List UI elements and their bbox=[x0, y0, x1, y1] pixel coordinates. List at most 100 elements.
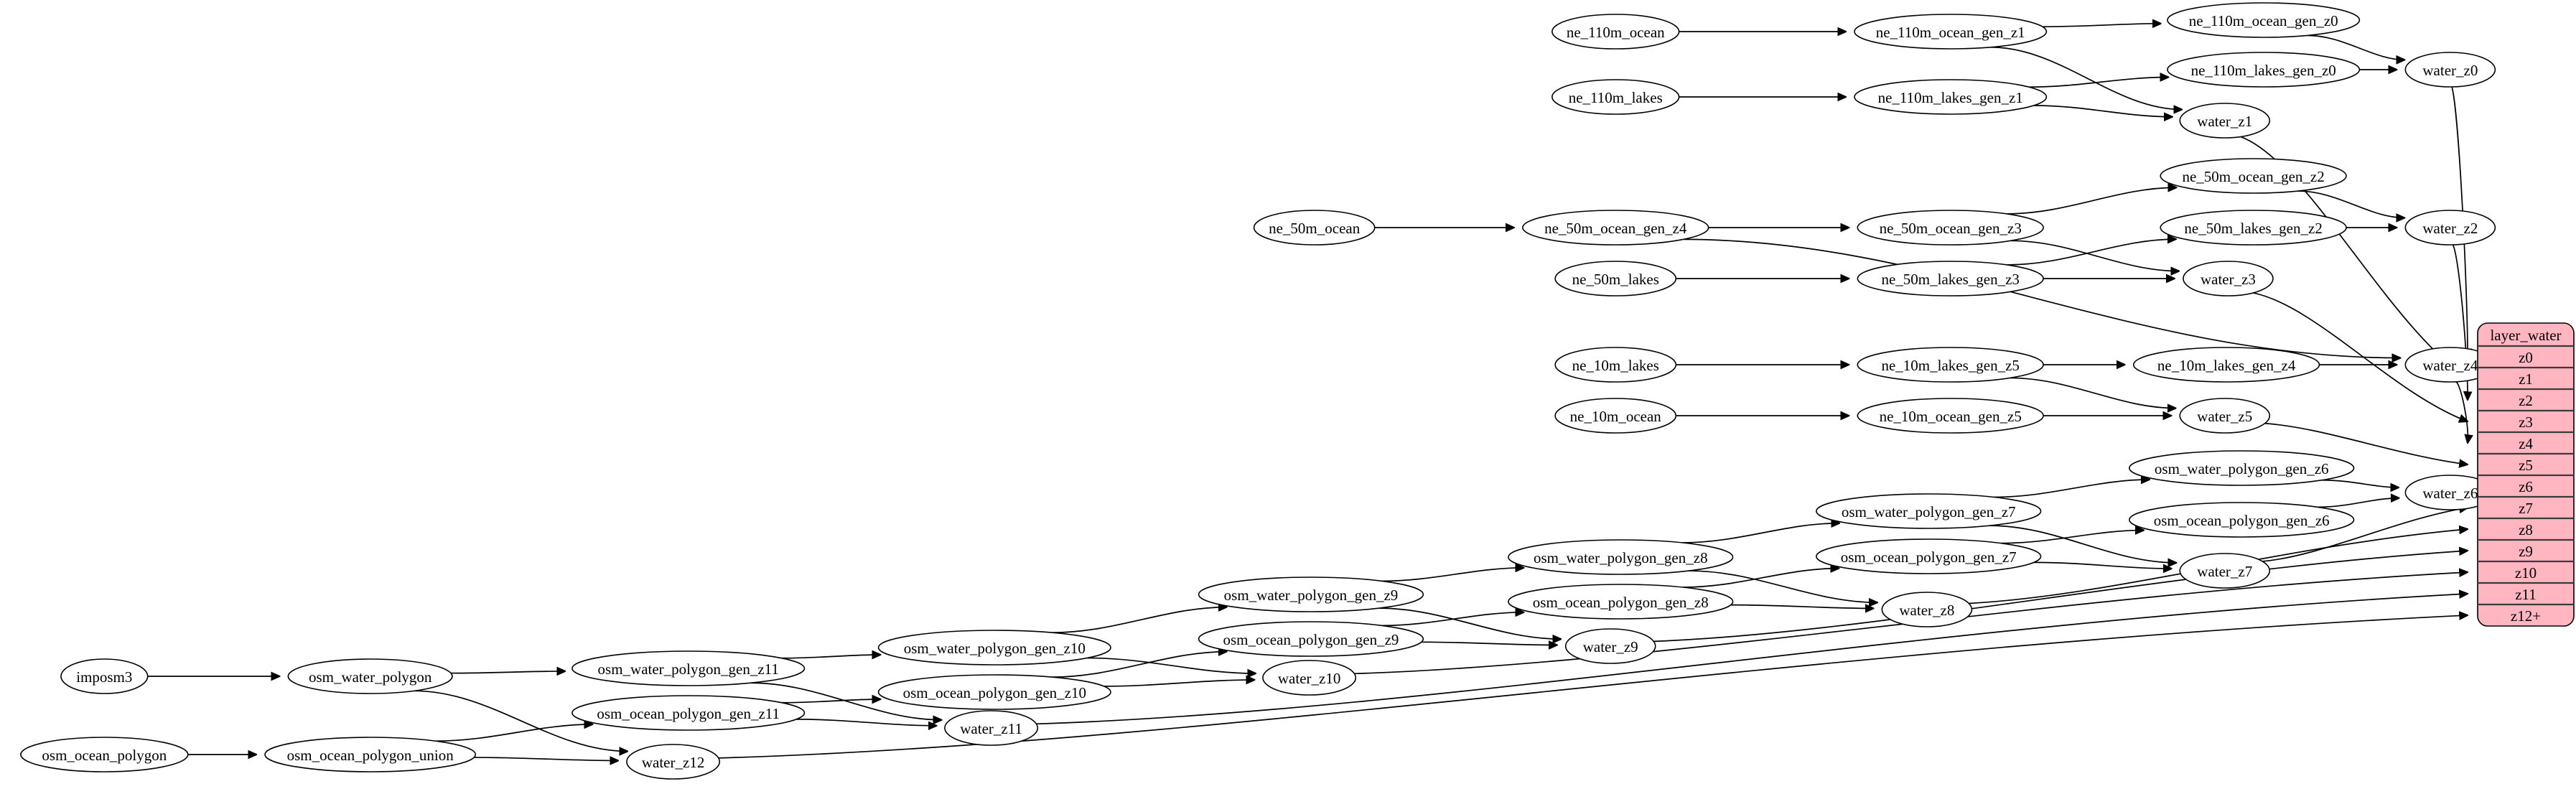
edge-osm_water_polygon_gen_z6-to-water_z6 bbox=[2322, 479, 2399, 487]
node-ne_50m_ocean_gen_z4[interactable]: ne_50m_ocean_gen_z4 bbox=[1522, 210, 1709, 246]
node-ne_50m_ocean_gen_z3[interactable]: ne_50m_ocean_gen_z3 bbox=[1857, 210, 2044, 246]
node-ne_110m_lakes[interactable]: ne_110m_lakes bbox=[1551, 79, 1680, 115]
node-label: ne_10m_lakes_gen_z5 bbox=[1881, 357, 2019, 374]
node-osm_water_polygon_gen_z6[interactable]: osm_water_polygon_gen_z6 bbox=[2129, 450, 2355, 486]
node-ne_50m_ocean[interactable]: ne_50m_ocean bbox=[1253, 210, 1376, 246]
record-row-z10[interactable]: z10 bbox=[2515, 564, 2537, 582]
edge-water_z2-to-layer_water-z2 bbox=[2452, 244, 2468, 400]
record-row-z5[interactable]: z5 bbox=[2519, 457, 2533, 474]
node-osm_ocean_polygon_gen_z11[interactable]: osm_ocean_polygon_gen_z11 bbox=[571, 695, 806, 731]
node-ne_10m_lakes_gen_z5[interactable]: ne_10m_lakes_gen_z5 bbox=[1857, 347, 2044, 383]
node-shape bbox=[2129, 450, 2355, 486]
edge-ne_50m_lakes_gen_z3-to-ne_50m_lakes_gen_z2 bbox=[2007, 239, 2176, 266]
node-label: osm_water_polygon_gen_z8 bbox=[1534, 549, 1708, 566]
node-osm_ocean_polygon_gen_z9[interactable]: osm_ocean_polygon_gen_z9 bbox=[1198, 621, 1424, 657]
edge-osm_ocean_polygon_gen_z9-to-osm_ocean_polygon_gen_z8 bbox=[1381, 612, 1524, 627]
node-osm_ocean_polygon_gen_z6[interactable]: osm_ocean_polygon_gen_z6 bbox=[2129, 502, 2355, 538]
node-ne_50m_lakes_gen_z2[interactable]: ne_50m_lakes_gen_z2 bbox=[2160, 210, 2347, 246]
edge-osm_ocean_polygon_gen_z11-to-water_z11 bbox=[796, 718, 936, 726]
node-label: water_z12 bbox=[642, 754, 704, 771]
node-shape bbox=[626, 744, 721, 780]
node-shape bbox=[2167, 2, 2361, 38]
record-row-z6[interactable]: z6 bbox=[2519, 478, 2533, 495]
node-label: osm_water_polygon_gen_z11 bbox=[598, 660, 779, 678]
record-row-z12plus[interactable]: z12+ bbox=[2511, 607, 2541, 625]
record-row-z1[interactable]: z1 bbox=[2519, 370, 2533, 388]
record-row-z8[interactable]: z8 bbox=[2519, 521, 2533, 538]
node-ne_110m_lakes_gen_z1[interactable]: ne_110m_lakes_gen_z1 bbox=[1854, 79, 2048, 115]
node-water_z2[interactable]: water_z2 bbox=[2404, 210, 2496, 246]
node-label: osm_water_polygon bbox=[309, 668, 432, 686]
node-label: water_z4 bbox=[2422, 357, 2478, 374]
node-shape bbox=[2160, 158, 2347, 194]
node-label: ne_110m_ocean bbox=[1567, 24, 1665, 41]
node-osm_ocean_polygon_gen_z7[interactable]: osm_ocean_polygon_gen_z7 bbox=[1816, 538, 2042, 574]
node-osm_ocean_polygon_union[interactable]: osm_ocean_polygon_union bbox=[264, 737, 477, 772]
node-water_z11[interactable]: water_z11 bbox=[944, 710, 1039, 746]
node-water_z12[interactable]: water_z12 bbox=[626, 744, 721, 780]
record-row-z3[interactable]: z3 bbox=[2519, 414, 2533, 431]
edge-osm_ocean_polygon_gen_z9-to-water_z9 bbox=[1421, 642, 1557, 645]
node-label: water_z11 bbox=[960, 720, 1022, 737]
record-row-z4[interactable]: z4 bbox=[2519, 435, 2533, 452]
node-shape bbox=[1551, 79, 1680, 115]
node-ne_50m_ocean_gen_z2[interactable]: ne_50m_ocean_gen_z2 bbox=[2160, 158, 2347, 194]
node-water_z6[interactable]: water_z6 bbox=[2404, 475, 2496, 510]
node-osm_water_polygon_gen_z11[interactable]: osm_water_polygon_gen_z11 bbox=[571, 650, 806, 686]
node-shape bbox=[2179, 553, 2271, 589]
node-ne_110m_lakes_gen_z0[interactable]: ne_110m_lakes_gen_z0 bbox=[2167, 52, 2361, 88]
node-ne_10m_ocean[interactable]: ne_10m_ocean bbox=[1554, 398, 1677, 434]
node-osm_water_polygon_gen_z10[interactable]: osm_water_polygon_gen_z10 bbox=[877, 630, 1111, 666]
node-water_z3[interactable]: water_z3 bbox=[2183, 261, 2274, 297]
node-osm_water_polygon_gen_z8[interactable]: osm_water_polygon_gen_z8 bbox=[1508, 539, 1734, 575]
node-shape bbox=[1554, 398, 1677, 434]
node-shape bbox=[571, 650, 806, 686]
record-row-z0[interactable]: z0 bbox=[2519, 349, 2533, 366]
node-water_z4[interactable]: water_z4 bbox=[2404, 347, 2496, 383]
node-water_z10[interactable]: water_z10 bbox=[1262, 660, 1357, 696]
node-ne_10m_lakes_gen_z4[interactable]: ne_10m_lakes_gen_z4 bbox=[2132, 347, 2320, 383]
node-water_z9[interactable]: water_z9 bbox=[1564, 628, 1656, 664]
edge-osm_water_polygon_gen_z7-to-water_z7 bbox=[1989, 525, 2176, 563]
node-label: water_z0 bbox=[2422, 62, 2478, 79]
node-ne_50m_lakes_gen_z3[interactable]: ne_50m_lakes_gen_z3 bbox=[1857, 261, 2044, 297]
node-label: water_z6 bbox=[2422, 485, 2478, 502]
node-shape bbox=[877, 674, 1111, 710]
node-imposm3[interactable]: imposm3 bbox=[60, 658, 149, 694]
node-osm_ocean_polygon_gen_z10[interactable]: osm_ocean_polygon_gen_z10 bbox=[877, 674, 1111, 710]
edge-osm_ocean_polygon_union-to-water_z12 bbox=[474, 757, 618, 760]
edge-osm_ocean_polygon_gen_z7-to-water_z7 bbox=[2033, 561, 2172, 569]
node-label: osm_ocean_polygon_gen_z7 bbox=[1841, 548, 2017, 566]
node-water_z5[interactable]: water_z5 bbox=[2179, 398, 2271, 434]
node-water_z1[interactable]: water_z1 bbox=[2179, 103, 2271, 139]
node-ne_10m_ocean_gen_z5[interactable]: ne_10m_ocean_gen_z5 bbox=[1857, 398, 2044, 434]
node-ne_10m_lakes[interactable]: ne_10m_lakes bbox=[1554, 347, 1677, 383]
node-shape bbox=[1253, 210, 1376, 246]
node-shape bbox=[1508, 539, 1734, 575]
node-ne_110m_ocean_gen_z1[interactable]: ne_110m_ocean_gen_z1 bbox=[1854, 14, 2048, 50]
edge-ne_50m_ocean_gen_z2-to-water_z2 bbox=[2297, 190, 2405, 218]
node-osm_water_polygon_gen_z9[interactable]: osm_water_polygon_gen_z9 bbox=[1198, 576, 1424, 612]
node-shape bbox=[2179, 103, 2271, 139]
node-osm_water_polygon[interactable]: osm_water_polygon bbox=[287, 658, 453, 694]
node-osm_ocean_polygon[interactable]: osm_ocean_polygon bbox=[20, 737, 189, 772]
record-row-z2[interactable]: z2 bbox=[2519, 392, 2533, 409]
node-ne_110m_ocean[interactable]: ne_110m_ocean bbox=[1551, 14, 1680, 50]
record-node-layer-water[interactable]: layer_waterz0z1z2z3z4z5z6z7z8z9z10z11z12… bbox=[2477, 322, 2575, 627]
edge-osm_water_polygon-to-water_z12 bbox=[414, 690, 627, 751]
node-water_z0[interactable]: water_z0 bbox=[2404, 52, 2496, 88]
node-label: water_z7 bbox=[2197, 563, 2252, 580]
node-water_z7[interactable]: water_z7 bbox=[2179, 553, 2271, 589]
record-row-z11[interactable]: z11 bbox=[2515, 586, 2537, 603]
node-osm_water_polygon_gen_z7[interactable]: osm_water_polygon_gen_z7 bbox=[1816, 493, 2042, 529]
record-row-z7[interactable]: z7 bbox=[2519, 500, 2533, 517]
node-label: osm_ocean_polygon_gen_z6 bbox=[2154, 512, 2330, 529]
node-ne_50m_lakes[interactable]: ne_50m_lakes bbox=[1554, 261, 1677, 297]
record-row-z9[interactable]: z9 bbox=[2519, 543, 2533, 560]
node-ne_110m_ocean_gen_z0[interactable]: ne_110m_ocean_gen_z0 bbox=[2167, 2, 2361, 38]
node-label: osm_ocean_polygon_gen_z10 bbox=[903, 684, 1086, 701]
node-osm_ocean_polygon_gen_z8[interactable]: osm_ocean_polygon_gen_z8 bbox=[1508, 584, 1734, 620]
node-water_z8[interactable]: water_z8 bbox=[1881, 592, 1973, 627]
edge-water_z5-to-layer_water-z5 bbox=[2264, 422, 2468, 464]
edge-osm_ocean_polygon_gen_z8-to-osm_ocean_polygon_gen_z7 bbox=[1682, 569, 1839, 588]
